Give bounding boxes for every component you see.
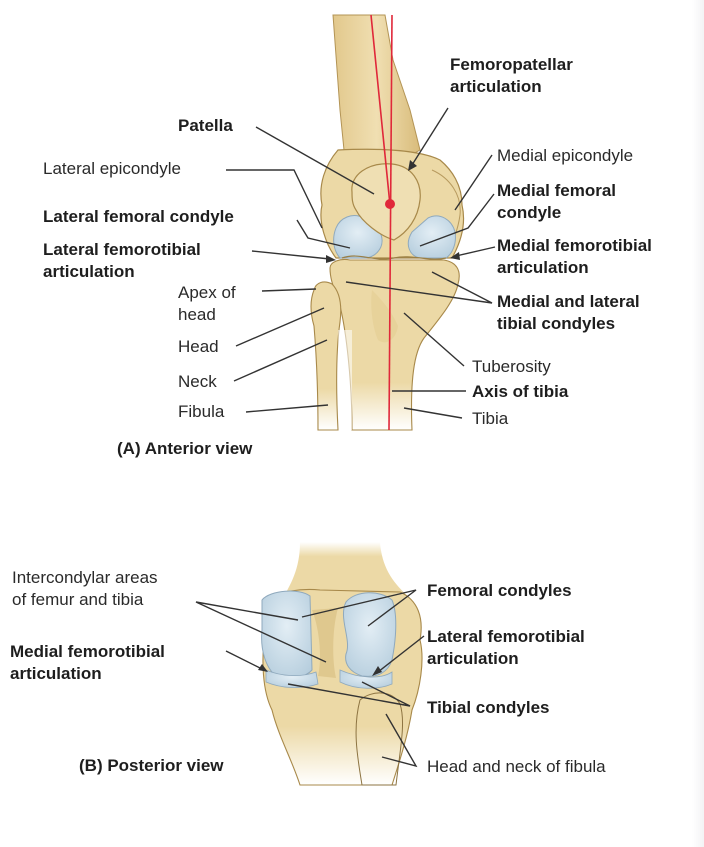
label-neck: Neck: [178, 372, 217, 391]
label-tibia: Tibia: [472, 409, 509, 428]
posterior-view-bones: [261, 542, 423, 786]
label-line: Lateral femorotibial: [427, 627, 585, 646]
label-lateral-femoral-condyle: Lateral femoral condyle: [43, 207, 234, 226]
label-head-neck-fibula: Head and neck of fibula: [427, 757, 606, 776]
label-line: Femoropatellar: [450, 55, 573, 74]
label-line: articulation: [43, 262, 135, 281]
label-line: Medial and lateral: [497, 292, 640, 311]
label-line: Intercondylar areas: [12, 568, 158, 587]
label-medial-lateral-tibial-condyles: Medial and lateral tibial condyles: [497, 291, 640, 335]
label-line: head: [178, 305, 216, 324]
label-line: articulation: [10, 664, 102, 683]
label-tibial-condyles: Tibial condyles: [427, 698, 550, 717]
label-medial-femoral-condyle: Medial femoral condyle: [497, 180, 616, 224]
label-apex-of-head: Apex of head: [178, 282, 236, 326]
label-line: Medial femorotibial: [10, 642, 165, 661]
label-lateral-femorotibial-articulation-posterior: Lateral femorotibial articulation: [427, 626, 585, 670]
label-line: Medial femorotibial: [497, 236, 652, 255]
label-head: Head: [178, 337, 219, 356]
label-line: condyle: [497, 203, 562, 222]
axis-lines: [370, 14, 395, 431]
label-intercondylar-areas: Intercondylar areas of femur and tibia: [12, 567, 158, 611]
label-medial-femorotibial-articulation: Medial femorotibial articulation: [497, 235, 652, 279]
label-patella: Patella: [178, 116, 233, 135]
caption-posterior-view: (B) Posterior view: [79, 756, 224, 775]
posterior-leader-lines: [195, 589, 425, 768]
label-line: of femur and tibia: [12, 590, 144, 609]
anterior-leader-lines: [226, 107, 496, 419]
label-line: articulation: [450, 77, 542, 96]
label-fibula: Fibula: [178, 402, 225, 421]
label-line: Lateral femorotibial: [43, 240, 201, 259]
label-lateral-femorotibial-articulation: Lateral femorotibial articulation: [43, 239, 201, 283]
label-lateral-epicondyle: Lateral epicondyle: [43, 159, 181, 178]
label-line: articulation: [497, 258, 589, 277]
label-line: Apex of: [178, 283, 236, 302]
page-edge-stripe: [692, 0, 704, 847]
label-line: Medial femoral: [497, 181, 617, 200]
label-line: articulation: [427, 649, 519, 668]
caption-anterior-view: (A) Anterior view: [117, 439, 253, 458]
label-line: tibial condyles: [497, 314, 616, 333]
anterior-view-bones: [310, 14, 465, 431]
label-femoropatellar-articulation: Femoropatellar articulation: [450, 54, 573, 98]
label-tuberosity: Tuberosity: [472, 357, 551, 376]
label-medial-epicondyle: Medial epicondyle: [497, 146, 634, 165]
label-femoral-condyles: Femoral condyles: [427, 581, 572, 600]
label-axis-of-tibia: Axis of tibia: [472, 382, 569, 401]
label-medial-femorotibial-articulation-posterior: Medial femorotibial articulation: [10, 641, 165, 685]
